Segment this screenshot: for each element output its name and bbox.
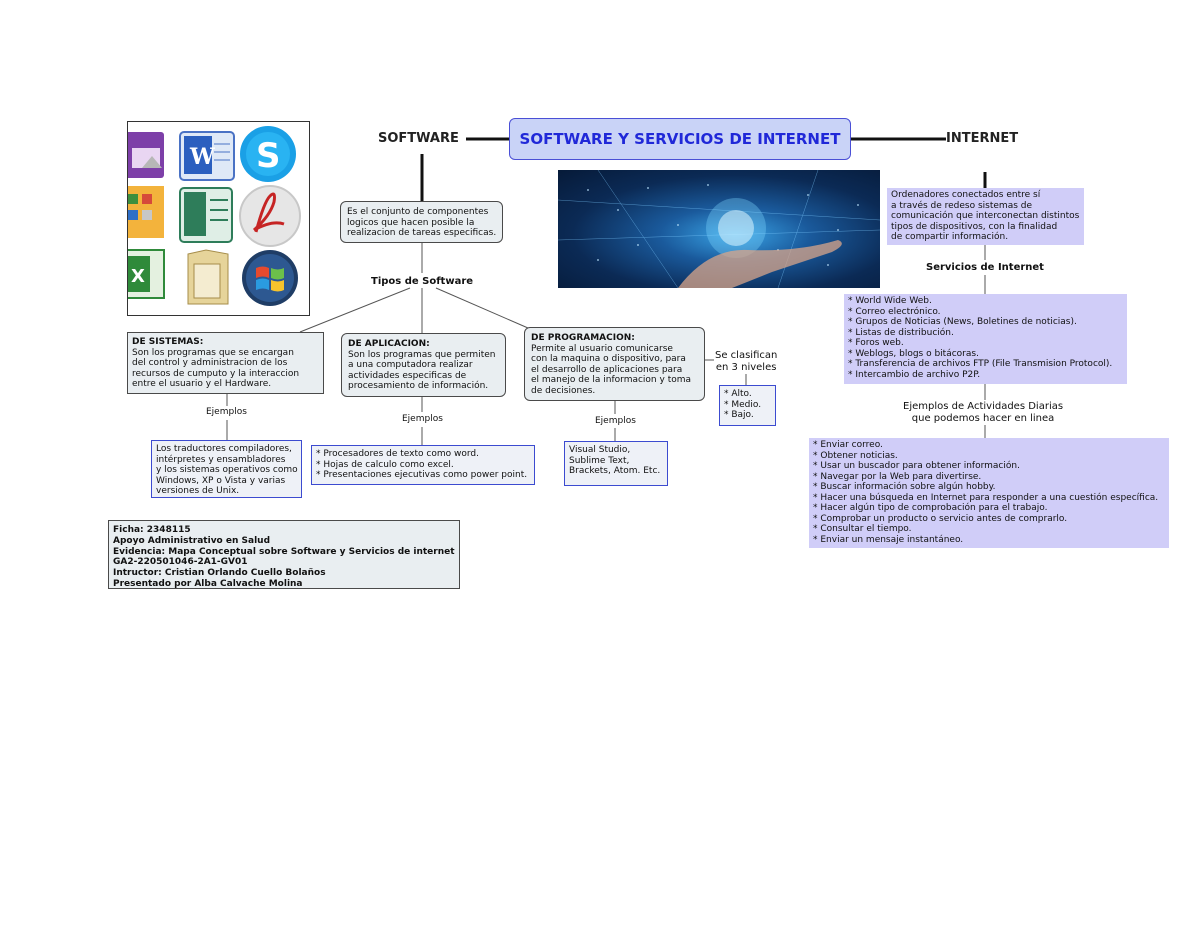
- office-icons-image: W S: [127, 121, 310, 316]
- excel-icon: X: [128, 249, 165, 299]
- access-icon: [128, 186, 164, 238]
- powerpoint-icon: [128, 132, 164, 178]
- ficha-box: Ficha: 2348115 Apoyo Administrativo en S…: [108, 520, 460, 589]
- niveles-label: Se clasifican en 3 niveles: [715, 350, 778, 373]
- internet-hand-image: [558, 170, 880, 288]
- servicios-label: Servicios de Internet: [926, 262, 1044, 273]
- servicios-list: * World Wide Web. * Correo electrónico. …: [844, 294, 1127, 384]
- actividades-list: * Enviar correo. * Obtener noticias. * U…: [809, 438, 1169, 548]
- programacion-node: DE PROGRAMACION: Permite al usuario comu…: [524, 327, 705, 401]
- skype-icon: S: [240, 126, 296, 182]
- folder-icon: [187, 249, 229, 305]
- aplicacion-ejemplos: * Procesadores de texto como word. * Hoj…: [311, 445, 535, 485]
- internet-definition: Ordenadores conectados entre sí a través…: [887, 188, 1084, 245]
- aplicacion-node: DE APLICACION: Son los programas que per…: [341, 333, 506, 397]
- word-icon: W: [179, 131, 235, 181]
- tipos-de-software-label: Tipos de Software: [371, 276, 474, 287]
- svg-text:S: S: [256, 136, 281, 176]
- svg-text:X: X: [131, 266, 145, 287]
- software-definition: Es el conjunto de componentes logicos qu…: [340, 201, 503, 243]
- aplicacion-ejemplos-label: Ejemplos: [402, 414, 443, 424]
- niveles-list: * Alto. * Medio. * Bajo.: [719, 385, 776, 426]
- windows-icon: [242, 250, 298, 306]
- svg-text:W: W: [189, 144, 215, 170]
- sistemas-ejemplos: Los traductores compiladores, intérprete…: [151, 440, 302, 498]
- software-heading: SOFTWARE: [378, 131, 459, 146]
- publisher-icon: [179, 187, 233, 243]
- sistemas-ejemplos-label: Ejemplos: [206, 407, 247, 417]
- sistemas-node: DE SISTEMAS: Son los programas que se en…: [127, 332, 324, 394]
- internet-heading: INTERNET: [946, 131, 1019, 146]
- programacion-ejemplos: Visual Studio, Sublime Text, Brackets, A…: [564, 441, 668, 486]
- actividades-label: Ejemplos de Actividades Diarias que pode…: [903, 401, 1064, 424]
- acrobat-icon: [239, 185, 301, 247]
- map-title: SOFTWARE Y SERVICIOS DE INTERNET: [509, 118, 851, 160]
- programacion-ejemplos-label: Ejemplos: [595, 416, 636, 426]
